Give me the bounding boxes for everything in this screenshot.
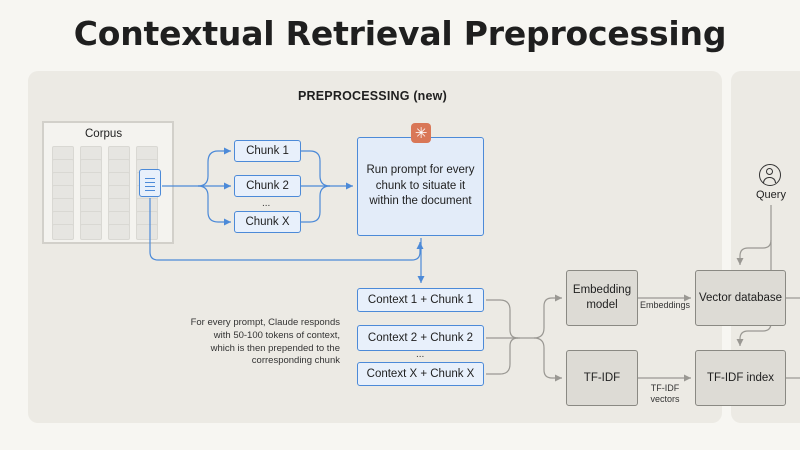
query-label: Query bbox=[756, 189, 786, 201]
claude-asterisk-icon: ✳ bbox=[411, 123, 431, 143]
context-1-box: Context 1 + Chunk 1 bbox=[357, 288, 484, 312]
chunk-2-box: Chunk 2 bbox=[234, 175, 301, 197]
context-2-box: Context 2 + Chunk 2 bbox=[357, 325, 484, 351]
tfidf-vectors-label: TF-IDF vectors bbox=[650, 383, 680, 405]
section-title: PREPROCESSING (new) bbox=[298, 89, 447, 103]
embedding-model-box: Embedding model bbox=[566, 270, 638, 326]
corpus-document-icon bbox=[52, 224, 74, 240]
highlighted-document-icon bbox=[139, 169, 161, 197]
chunk-1-box: Chunk 1 bbox=[234, 140, 301, 162]
tfidf-box: TF-IDF bbox=[566, 350, 638, 406]
vector-database-box: Vector database bbox=[695, 270, 786, 326]
chunk-x-box: Chunk X bbox=[234, 211, 301, 233]
user-icon bbox=[759, 164, 781, 186]
corpus-label: Corpus bbox=[85, 128, 123, 140]
claude-note-text: For every prompt, Claude responds with 5… bbox=[190, 317, 340, 367]
context-x-box: Context X + Chunk X bbox=[357, 362, 484, 386]
run-prompt-box: Run prompt for every chunk to situate it… bbox=[357, 137, 484, 236]
chunk-ellipsis: ... bbox=[262, 198, 271, 209]
tfidf-index-box: TF-IDF index bbox=[695, 350, 786, 406]
corpus-document-icon bbox=[108, 224, 130, 240]
corpus-document-icon bbox=[136, 224, 158, 240]
embeddings-label: Embeddings bbox=[639, 300, 691, 310]
page-title: Contextual Retrieval Preprocessing bbox=[73, 14, 727, 53]
context-ellipsis: ... bbox=[416, 349, 425, 360]
corpus-document-icon bbox=[80, 224, 102, 240]
